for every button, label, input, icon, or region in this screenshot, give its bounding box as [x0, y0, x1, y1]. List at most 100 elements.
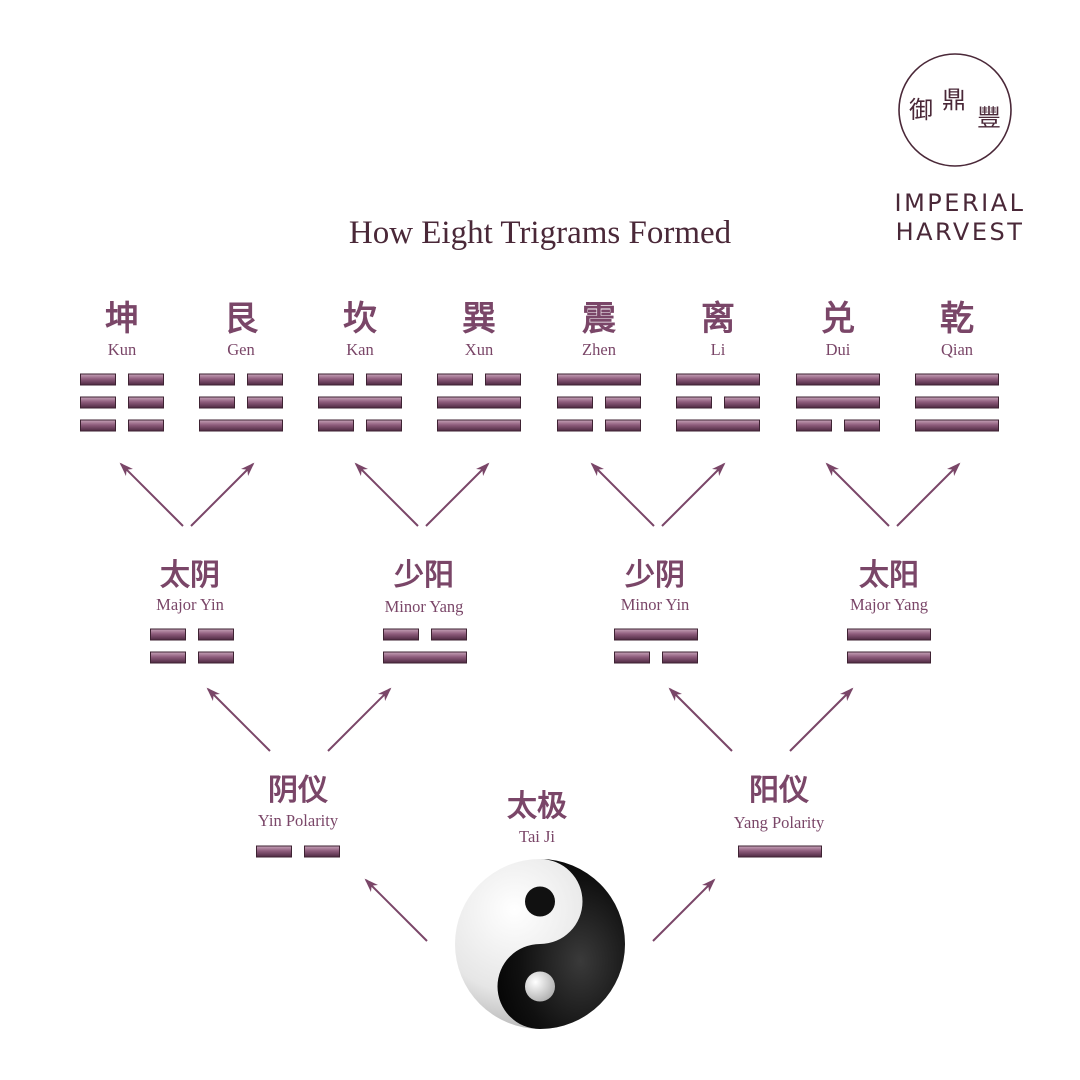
trigram-qian-en: Qian	[941, 340, 973, 359]
yin-line-segment	[662, 651, 698, 664]
yang-line	[915, 373, 999, 386]
yang-line	[915, 396, 999, 409]
arrow	[327, 687, 392, 752]
yang-line	[915, 419, 999, 432]
yin-yang-light-dot	[525, 971, 555, 1002]
brand-logo: 御 鼎 豐 IMPERIAL HARVEST	[895, 53, 1025, 246]
logo-glyph-1: 御	[909, 96, 933, 124]
yang-line	[557, 373, 641, 386]
four-images-symbols	[150, 628, 931, 664]
yang-line	[847, 651, 931, 664]
yin-line-segment	[724, 396, 760, 409]
arrow	[652, 878, 716, 942]
connector-arrows	[119, 462, 961, 942]
taiji-cn: 太极	[507, 789, 567, 824]
arrow	[354, 462, 419, 527]
yang-line	[437, 419, 521, 432]
four-image-symbol-2	[383, 628, 467, 664]
yang-polarity-en: Yang Polarity	[734, 813, 825, 832]
logo-circle	[898, 53, 1012, 167]
yin-line-segment	[605, 396, 641, 409]
yin-yang-symbol	[455, 859, 625, 1029]
yin-line-segment	[247, 396, 283, 409]
logo-glyph-3: 豐	[977, 104, 1001, 132]
trigram-symbol-kan	[318, 373, 402, 432]
minor-yang-en: Minor Yang	[385, 597, 464, 616]
yin-polarity-cn: 阴仪	[268, 773, 328, 808]
yin-line-segment	[256, 845, 292, 858]
trigram-dui-en: Dui	[826, 340, 851, 359]
yang-line	[437, 396, 521, 409]
yin-line-segment	[485, 373, 521, 386]
minor-yin-cn: 少阴	[625, 558, 685, 593]
trigram-symbol-zhen	[557, 373, 641, 432]
arrow	[206, 687, 271, 752]
four-images-labels: 太阴 Major Yin 少阳 Minor Yang 少阴 Minor Yin …	[156, 558, 928, 616]
trigram-qian-cn: 乾	[940, 299, 974, 339]
yin-line-segment	[844, 419, 880, 432]
trigram-symbol-li	[676, 373, 760, 432]
yin-line-segment	[128, 373, 164, 386]
yang-line	[614, 628, 698, 641]
brand-name-line2: HARVEST	[896, 218, 1025, 246]
major-yang-en: Major Yang	[850, 595, 928, 614]
four-image-symbol-3	[614, 628, 698, 664]
trigram-symbol-gen	[199, 373, 283, 432]
trigram-li-en: Li	[711, 340, 726, 359]
diagram-title: How Eight Trigrams Formed	[349, 215, 732, 251]
polarity-symbol-1	[256, 845, 340, 858]
taiji-en: Tai Ji	[519, 827, 555, 846]
arrow	[661, 462, 726, 527]
arrow	[190, 462, 255, 527]
yin-line-segment	[128, 419, 164, 432]
polarity-symbols	[256, 845, 822, 858]
trigram-kun-en: Kun	[108, 340, 136, 359]
yin-line-segment	[431, 628, 467, 641]
trigram-kun-cn: 坤	[105, 299, 139, 339]
yin-polarity-en: Yin Polarity	[258, 811, 339, 830]
yin-line-segment	[383, 628, 419, 641]
arrow	[119, 462, 184, 527]
yin-line-segment	[318, 373, 354, 386]
trigram-symbols	[80, 373, 999, 432]
trigram-labels: 坤 Kun 艮 Gen 坎 Kan 巽 Xun 震 Zhen 离 Li 兑 Du…	[105, 299, 974, 359]
yin-line-segment	[796, 419, 832, 432]
arrow	[364, 878, 428, 942]
logo-glyph-2: 鼎	[942, 86, 966, 114]
yin-line-segment	[80, 419, 116, 432]
yin-line-segment	[198, 628, 234, 641]
yin-line-segment	[557, 419, 593, 432]
yin-yang-dark-dot	[525, 886, 555, 917]
trigram-gen-en: Gen	[227, 340, 255, 359]
major-yin-en: Major Yin	[156, 595, 224, 614]
yang-line	[676, 419, 760, 432]
arrow	[590, 462, 655, 527]
major-yang-cn: 太阳	[859, 558, 919, 593]
trigram-li-cn: 离	[701, 299, 735, 339]
yang-line	[676, 373, 760, 386]
trigram-symbol-xun	[437, 373, 521, 432]
polarity-labels: 阴仪 Yin Polarity 阳仪 Yang Polarity	[258, 773, 825, 832]
yin-line-segment	[366, 419, 402, 432]
yin-line-segment	[199, 373, 235, 386]
trigram-symbol-kun	[80, 373, 164, 432]
yin-line-segment	[614, 651, 650, 664]
trigram-gen-cn: 艮	[224, 299, 259, 339]
yang-polarity-cn: 阳仪	[749, 773, 809, 808]
yang-line	[318, 396, 402, 409]
yang-line	[847, 628, 931, 641]
yin-line-segment	[199, 396, 235, 409]
yin-line-segment	[80, 396, 116, 409]
polarity-symbol-2	[738, 845, 822, 858]
yin-line-segment	[150, 651, 186, 664]
trigram-symbol-qian	[915, 373, 999, 432]
yang-line	[796, 373, 880, 386]
trigram-zhen-en: Zhen	[582, 340, 616, 359]
arrow	[825, 462, 890, 527]
trigram-xun-en: Xun	[465, 340, 493, 359]
yin-line-segment	[318, 419, 354, 432]
yin-line-segment	[247, 373, 283, 386]
yin-line-segment	[605, 419, 641, 432]
minor-yin-en: Minor Yin	[621, 595, 690, 614]
yin-line-segment	[557, 396, 593, 409]
